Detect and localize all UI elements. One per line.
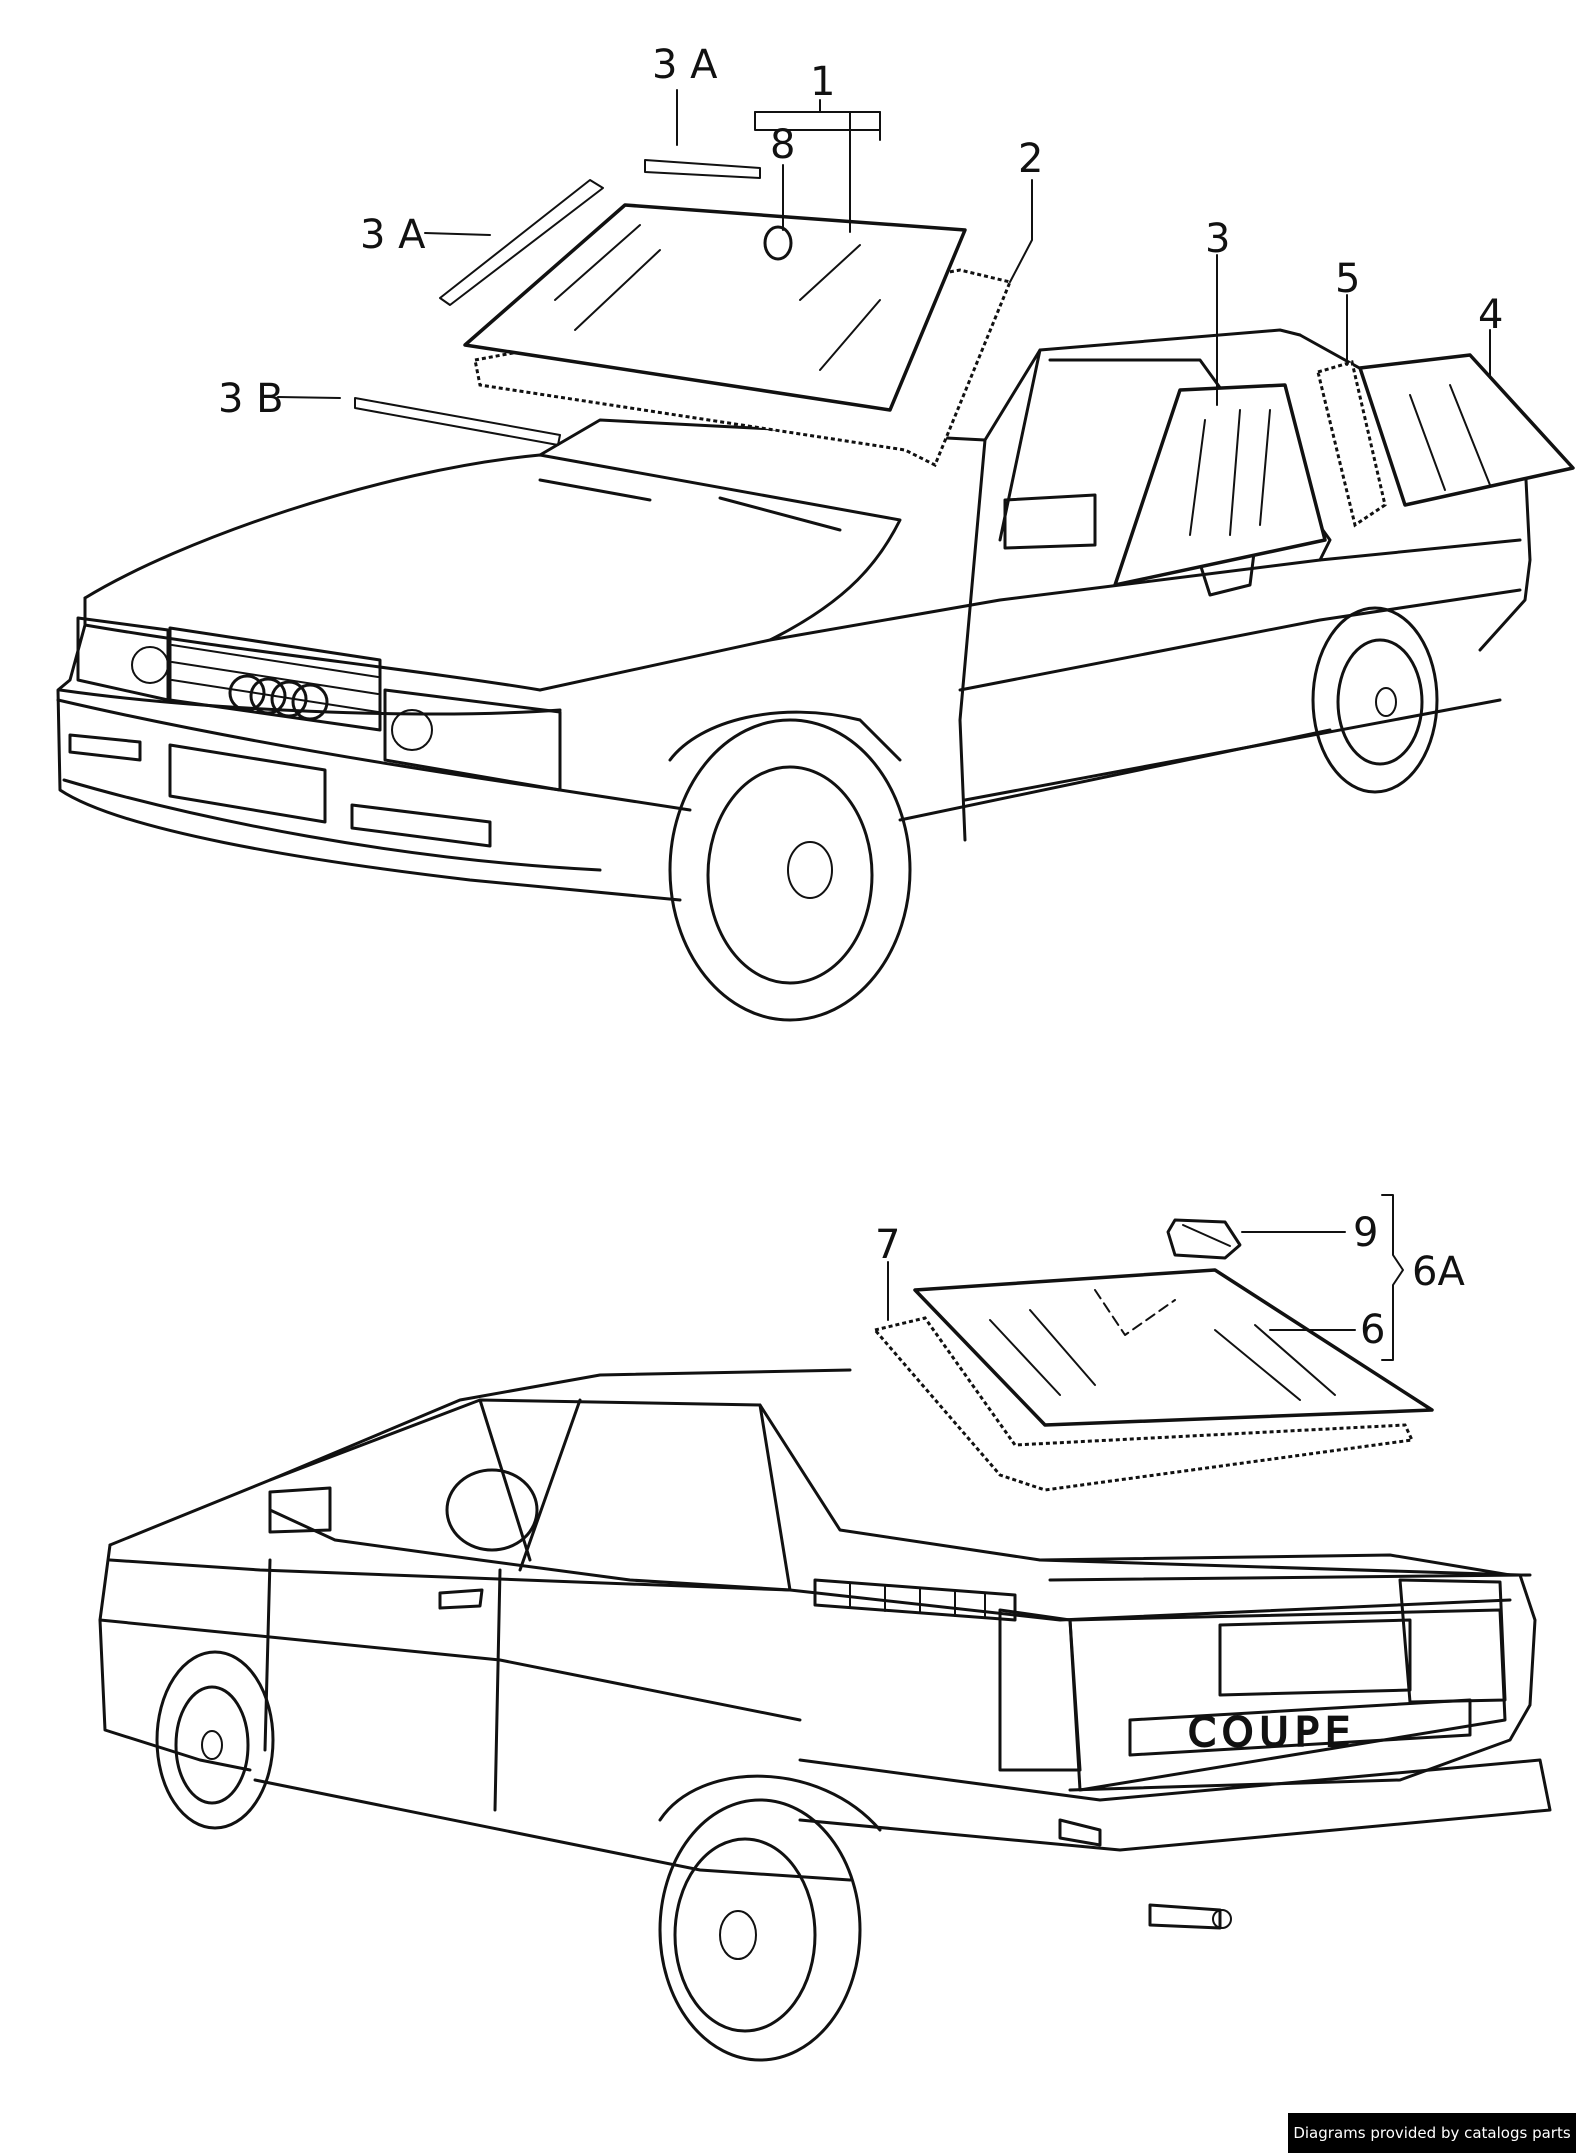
callout-labels: 3 A 1 8 2 3 A 3 5 4 3 B 7 9 6A 6	[218, 42, 1503, 1353]
bottom-leader-lines	[887, 1194, 1404, 1361]
door-glass	[1113, 383, 1327, 587]
callout-8: 8	[770, 122, 795, 168]
bottom-glass-parts	[872, 1218, 1434, 1492]
callout-9: 9	[1353, 1210, 1378, 1256]
callout-1: 1	[810, 59, 835, 105]
rear-window-seal	[872, 1316, 1415, 1492]
callout-3: 3	[1205, 216, 1230, 262]
quarter-seal	[1316, 360, 1387, 528]
callout-3a-left: 3 A	[360, 212, 426, 258]
rear-window-glass	[913, 1268, 1434, 1427]
windshield-glass	[463, 203, 967, 412]
rear-badge-text: COUPE	[1188, 1710, 1356, 1756]
strip-3a-upper	[644, 159, 761, 179]
top-leader-lines	[277, 89, 1491, 406]
callout-6: 6	[1360, 1307, 1385, 1353]
strip-3b	[354, 397, 561, 446]
strip-3a-left	[439, 179, 604, 306]
credit-footer: Diagrams provided by catalogs parts	[1288, 2113, 1576, 2153]
callout-4: 4	[1478, 292, 1503, 338]
rear-window-clip	[1166, 1218, 1242, 1260]
top-glass-parts	[354, 159, 1575, 587]
rear-badge-frame	[1128, 1698, 1472, 1757]
glass-pad	[763, 225, 793, 261]
callout-6a: 6A	[1412, 1249, 1465, 1295]
callout-2: 2	[1018, 136, 1043, 182]
callout-7: 7	[875, 1222, 900, 1268]
car-front-view	[56, 328, 1532, 1022]
callout-5: 5	[1335, 256, 1360, 302]
quarter-glass	[1358, 353, 1575, 507]
callout-3a-upper: 3 A	[652, 42, 718, 88]
car-rear-view: COUPE	[98, 1368, 1552, 2062]
callout-3b: 3 B	[218, 376, 284, 422]
